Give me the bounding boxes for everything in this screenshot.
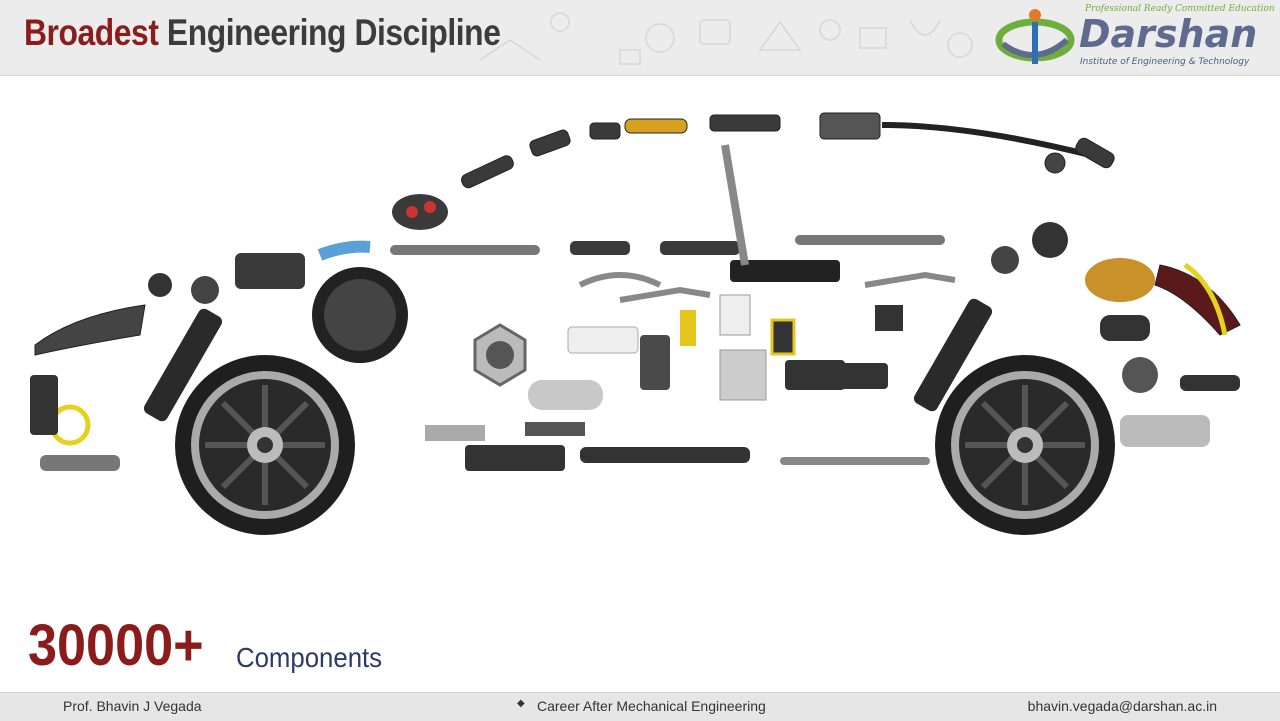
engine-parts — [312, 144, 956, 471]
shock-absorbers — [143, 298, 993, 422]
footer-author: Prof. Bhavin J Vegada — [63, 698, 202, 714]
car-roof-parts — [461, 112, 1115, 189]
exploded-car-parts-image — [30, 112, 1241, 535]
slide-header: Broadest Engineering Discipline Professi… — [0, 0, 1280, 76]
footer-course-title: Career After Mechanical Engineering — [537, 698, 766, 714]
slide-footer: Prof. Bhavin J Vegada ◆ Career After Mec… — [0, 692, 1280, 721]
front-wheel — [175, 355, 355, 535]
rear-wheel — [935, 355, 1115, 535]
header-background-pattern — [479, 12, 973, 65]
slide-title: Broadest Engineering Discipline — [24, 12, 501, 54]
component-count: 30000+ — [28, 613, 204, 678]
car-hood-parts — [235, 194, 945, 289]
logo-subtitle: Institute of Engineering & Technology — [1080, 57, 1250, 67]
component-label: Components — [236, 642, 383, 673]
slide-title-accent: Broadest — [24, 12, 159, 53]
darshan-logo: Professional Ready Committed Education D… — [995, 2, 1275, 74]
headlight-parts — [30, 273, 219, 471]
component-stat: 30000+ Components — [28, 612, 382, 679]
taillight-parts — [991, 222, 1241, 447]
logo-name: Darshan — [1079, 12, 1258, 56]
logo-figure-icon — [995, 9, 1075, 64]
footer-email: bhavin.vegada@darshan.ac.in — [1027, 698, 1217, 714]
slide-title-rest: Engineering Discipline — [166, 12, 501, 53]
logo-tagline: Professional Ready Committed Education — [1085, 4, 1275, 14]
diamond-bullet-icon: ◆ — [517, 698, 525, 709]
